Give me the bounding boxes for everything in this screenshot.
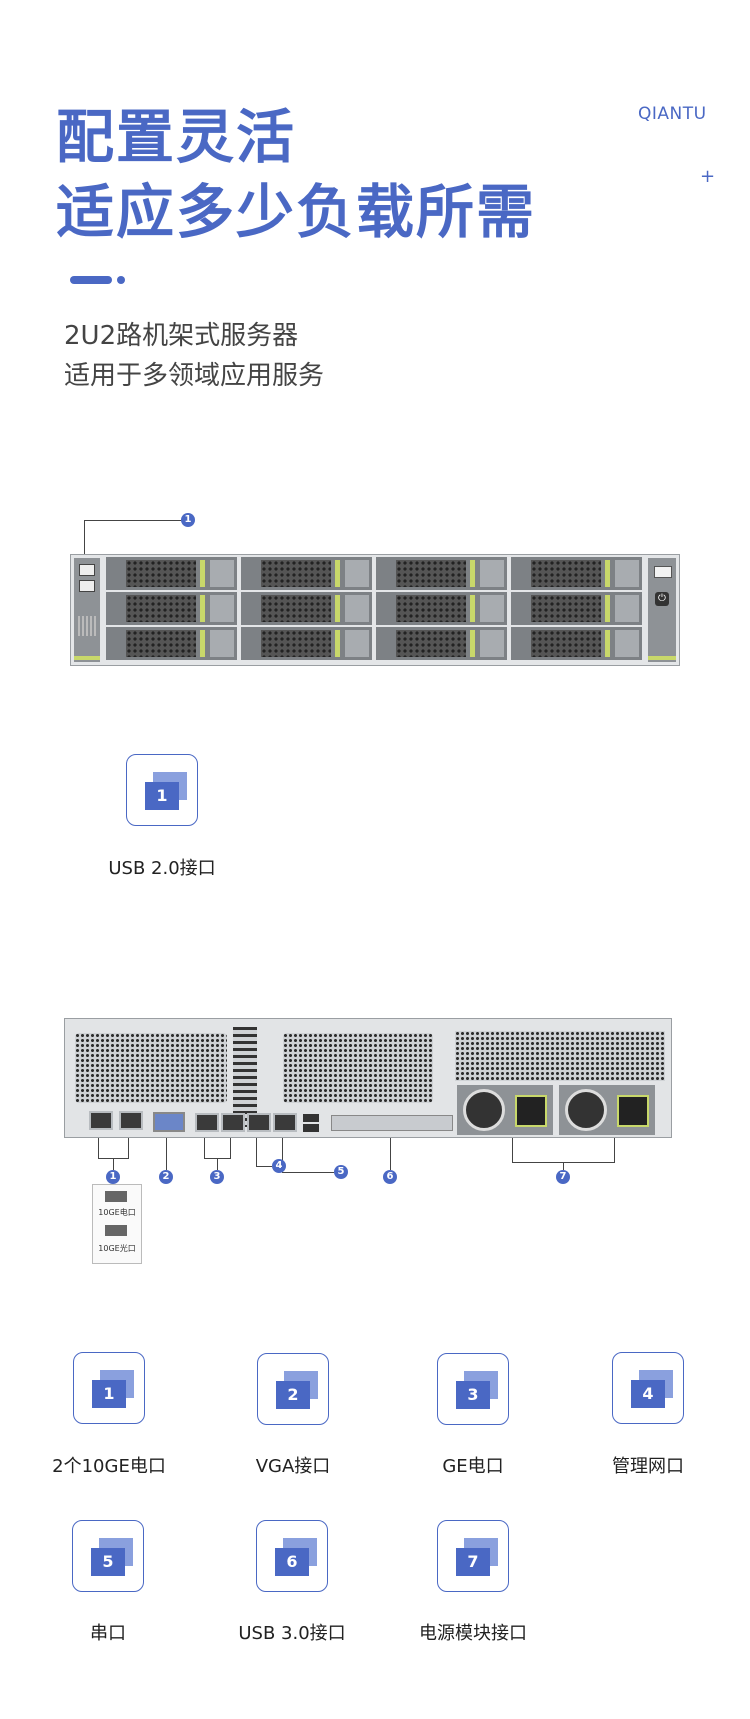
- server-rear-panel: 1 2 3 4 5 6 7 10GE电口 10GE光口: [64, 1018, 672, 1268]
- legend-icon-6: 6: [256, 1520, 328, 1592]
- pcie-slot-vent: [75, 1033, 227, 1103]
- legend-label-5: 串口: [90, 1623, 126, 1644]
- usb-port-icon: [79, 580, 95, 592]
- rear-callout-1: 1: [106, 1170, 120, 1184]
- legend-icon-7: 7: [437, 1520, 509, 1592]
- expansion-slot: [331, 1115, 453, 1131]
- 10ge-port-icon: [119, 1111, 143, 1130]
- usb3-port-icon: [303, 1124, 319, 1132]
- subtitle-line-1: 2U2路机架式服务器: [64, 321, 299, 351]
- usb2-label: USB 2.0接口: [108, 858, 216, 879]
- rear-callout-7: 7: [556, 1170, 570, 1184]
- drive-bay: [241, 592, 372, 625]
- rear-callout-6: 6: [383, 1170, 397, 1184]
- legend-icon-5: 5: [72, 1520, 144, 1592]
- drive-bay: [511, 627, 642, 660]
- legend-icon-1: 1: [73, 1352, 145, 1424]
- decorative-dot: [117, 276, 125, 284]
- legend-number-2: 2: [276, 1381, 310, 1409]
- drive-bay: [511, 557, 642, 590]
- 10ge-port-icon: [89, 1111, 113, 1130]
- front-callout-1: 1: [181, 513, 195, 527]
- legend-label-3: GE电口: [442, 1456, 504, 1477]
- legend-label-2: VGA接口: [255, 1456, 331, 1477]
- decorative-bar: [70, 276, 112, 284]
- port-module-inset: 10GE电口 10GE光口: [92, 1184, 142, 1264]
- rear-callout-3: 3: [210, 1170, 224, 1184]
- pcie-slot-vent: [283, 1033, 433, 1103]
- usb-port-icon: [79, 564, 95, 576]
- legend-number-1: 1: [92, 1380, 126, 1408]
- title-line-1: 配置灵活: [56, 103, 297, 171]
- power-button-icon: ⏻: [655, 592, 669, 606]
- legend-label-6: USB 3.0接口: [238, 1623, 346, 1644]
- fan-icon: [463, 1089, 505, 1131]
- center-vent: [233, 1027, 257, 1127]
- 10ge-copper-label: 10GE电口: [98, 1208, 136, 1217]
- drive-bay: [376, 627, 507, 660]
- vga-port-icon: [153, 1112, 185, 1132]
- usb2-number-badge: 1: [145, 782, 179, 810]
- legend-number-3: 3: [456, 1381, 490, 1409]
- drive-bay: [241, 557, 372, 590]
- power-socket-icon: [617, 1095, 649, 1127]
- legend-number-6: 6: [275, 1548, 309, 1576]
- rear-callout-2: 2: [159, 1170, 173, 1184]
- right-ear: ⏻: [648, 558, 676, 662]
- legend-label-7: 电源模块接口: [419, 1623, 527, 1644]
- drive-bay: [241, 627, 372, 660]
- brand-text: QIANTU: [638, 104, 707, 124]
- legend-number-5: 5: [91, 1548, 125, 1576]
- drive-bay: [106, 627, 237, 660]
- usb3-port-icon: [303, 1114, 319, 1122]
- drive-bay: [106, 592, 237, 625]
- legend-icon-4: 4: [612, 1352, 684, 1424]
- legend-label-1: 2个10GE电口: [52, 1456, 166, 1477]
- legend-label-4: 管理网口: [612, 1456, 684, 1477]
- psu-module-1: [457, 1085, 553, 1135]
- ge-port-icon: [221, 1113, 245, 1132]
- mgmt-port-icon: [247, 1113, 271, 1132]
- status-display-icon: [654, 566, 672, 578]
- ge-port-icon: [195, 1113, 219, 1132]
- drive-bays: [106, 557, 643, 661]
- legend-icon-2: 2: [257, 1353, 329, 1425]
- 10ge-fiber-label: 10GE光口: [98, 1244, 136, 1253]
- drive-bay: [511, 592, 642, 625]
- psu-module-2: [559, 1085, 655, 1135]
- usb2-icon-box: 1: [126, 754, 198, 826]
- title-line-2: 适应多少负载所需: [56, 178, 537, 246]
- legend-icon-3: 3: [437, 1353, 509, 1425]
- drive-bay: [376, 557, 507, 590]
- fan-icon: [565, 1089, 607, 1131]
- power-socket-icon: [515, 1095, 547, 1127]
- drive-bay: [106, 557, 237, 590]
- left-ear: [74, 558, 100, 662]
- subtitle-line-2: 适用于多领域应用服务: [64, 361, 325, 391]
- psu-vent: [455, 1031, 665, 1081]
- legend-number-7: 7: [456, 1548, 490, 1576]
- drive-bay: [376, 592, 507, 625]
- rear-callout-5: 5: [334, 1165, 348, 1179]
- serial-port-icon: [273, 1113, 297, 1132]
- plus-icon: +: [700, 166, 716, 187]
- legend-number-4: 4: [631, 1380, 665, 1408]
- rear-callout-4: 4: [272, 1159, 286, 1173]
